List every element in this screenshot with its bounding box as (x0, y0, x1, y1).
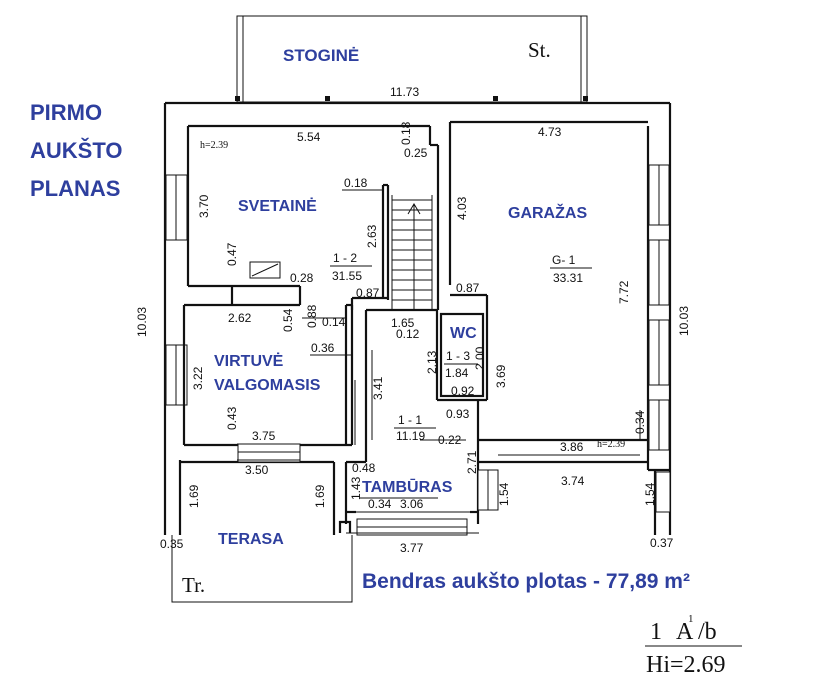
room-code-1-1: 1 - 1 (398, 413, 422, 427)
room-label-terasa: TERASA (218, 531, 284, 548)
dim-0-93: 0.93 (446, 407, 470, 421)
room-code-1-3: 1 - 3 (446, 349, 470, 363)
chimney (249, 261, 281, 279)
entry-window (356, 518, 468, 536)
dim-0-18a: 0.18 (399, 121, 413, 145)
room-label-valgomasis: VALGOMASIS (214, 377, 321, 394)
dim-3-74: 3.74 (561, 474, 585, 488)
room-code-g-1: G- 1 (552, 253, 576, 267)
dim-7-72: 7.72 (617, 280, 631, 304)
room-label-wc: WC (450, 325, 477, 342)
stamp-superscript: 1 (688, 613, 694, 625)
dim-0-47: 0.47 (225, 242, 239, 266)
dim-0-28: 0.28 (290, 271, 314, 285)
plan-title: PIRMO AUKŠTO PLANAS (30, 100, 123, 201)
dim-2-13: 2.13 (425, 350, 439, 374)
room-area-1-3: 1.84 (445, 366, 469, 380)
dim-0-36: 0.36 (311, 341, 335, 355)
dim-0-92: 0.92 (451, 384, 475, 398)
dim-3-22: 3.22 (191, 366, 205, 390)
dim-3-70: 3.70 (197, 194, 211, 218)
dim-10-03-right: 10.03 (677, 306, 691, 336)
terrace-outline (171, 535, 353, 603)
room-label-svetaine: SVETAINĖ (238, 197, 317, 215)
room-label-garazas: GARAŽAS (508, 203, 587, 222)
dim-1-54-right: 1.54 (643, 482, 657, 506)
room-label-virtuve: VIRTUVĖ (214, 352, 284, 370)
dim-4-73: 4.73 (538, 125, 562, 139)
dim-1-43: 1.43 (349, 476, 363, 500)
dim-0-43: 0.43 (225, 406, 239, 430)
right-windows (648, 164, 671, 513)
stamp-number: 1 (650, 619, 662, 645)
dim-2-62: 2.62 (228, 311, 252, 325)
dim-2-00: 2.00 (473, 346, 487, 370)
marker-tr: Tr. (182, 573, 205, 597)
dimension-labels-vertical: 0.18 3.70 4.03 2.63 0.47 7.72 10.03 10.0… (135, 121, 691, 508)
dim-2-63: 2.63 (365, 224, 379, 248)
dim-2-71: 2.71 (465, 450, 479, 474)
title-line-2: AUKŠTO (30, 138, 123, 163)
title-line-1: PIRMO (30, 100, 102, 125)
dimension-labels: 11.73 5.54 0.25 4.73 0.18 0.28 0.87 0.87… (160, 85, 674, 555)
height-right: h=2.39 (597, 439, 625, 450)
dim-0-34b: 0.34 (368, 497, 392, 511)
dim-0-54: 0.54 (281, 308, 295, 332)
dim-3-50: 3.50 (245, 463, 269, 477)
dim-0-14: 0.14 (322, 315, 346, 329)
dim-0-34: 0.34 (633, 410, 647, 434)
dim-0-35: 0.35 (160, 537, 184, 551)
dim-3-77: 3.77 (400, 541, 424, 555)
height-left: h=2.39 (200, 140, 228, 151)
dim-3-75: 3.75 (252, 429, 276, 443)
dim-3-86: 3.86 (560, 440, 584, 454)
dim-3-41: 3.41 (371, 376, 385, 400)
dim-3-06: 3.06 (400, 497, 424, 511)
stamp-suffix: /b (698, 619, 717, 645)
total-area: Bendras aukšto plotas - 77,89 m² (362, 570, 690, 593)
dim-0-88: 0.88 (305, 304, 319, 328)
dim-0-22: 0.22 (438, 433, 462, 447)
dimension-lines (237, 189, 641, 513)
marker-st: St. (528, 38, 551, 62)
staircase (391, 195, 433, 310)
room-label-tamburas: TAMBŪRAS (362, 477, 453, 496)
room-codes: 1 - 2 31.55 G- 1 33.31 1 - 3 1.84 1 - 1 … (330, 251, 592, 443)
dim-3-69: 3.69 (494, 364, 508, 388)
side-windows (237, 443, 499, 511)
dim-11-73: 11.73 (390, 85, 419, 99)
dim-0-12: 0.12 (396, 327, 420, 341)
room-code-1-2: 1 - 2 (333, 251, 357, 265)
room-label-stogine: STOGINĖ (283, 46, 359, 65)
floor-stamp: 1 A 1 /b Hi=2.69 (645, 613, 742, 678)
dim-0-87a: 0.87 (356, 286, 380, 300)
dim-1-54-left: 1.54 (497, 482, 511, 506)
dim-10-03-left: 10.03 (135, 307, 149, 337)
room-area-1-1: 11.19 (396, 429, 425, 443)
dim-0-25: 0.25 (404, 146, 428, 160)
dim-1-69-mid: 1.69 (313, 484, 327, 508)
title-line-3: PLANAS (30, 176, 120, 201)
dim-0-18b: 0.18 (344, 176, 368, 190)
dim-0-37: 0.37 (650, 536, 674, 550)
dim-1-65: 1.65 (391, 316, 415, 330)
dim-0-48: 0.48 (352, 461, 376, 475)
dim-4-03: 4.03 (455, 196, 469, 220)
dim-1-69-left: 1.69 (187, 484, 201, 508)
stamp-hi: Hi=2.69 (646, 652, 726, 678)
dim-0-87b: 0.87 (456, 281, 480, 295)
room-area-1-2: 31.55 (332, 269, 362, 283)
dim-5-54: 5.54 (297, 130, 321, 144)
room-area-g-1: 33.31 (553, 271, 583, 285)
stamp-letter: A (676, 619, 694, 645)
left-windows (165, 174, 188, 406)
